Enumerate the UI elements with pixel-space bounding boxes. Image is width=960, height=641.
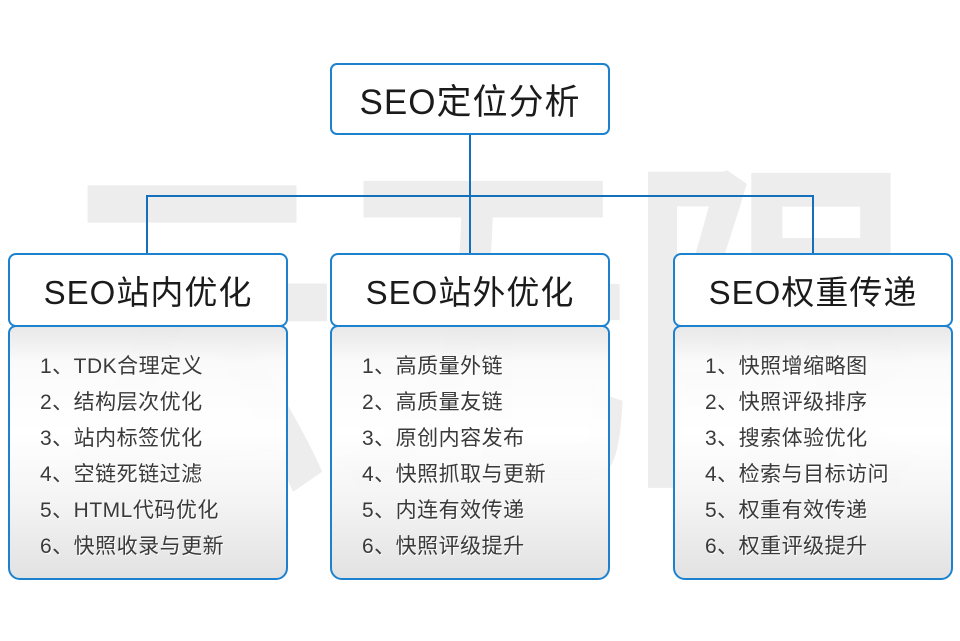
branch-weight-transfer-header: SEO权重传递: [673, 253, 953, 327]
node-seo-positioning: SEO定位分析: [330, 63, 610, 135]
branch-header-label: SEO站内优化: [43, 274, 253, 311]
node-title: SEO定位分析: [359, 82, 581, 122]
list-item: 1、TDK合理定义: [40, 355, 204, 378]
list-item: 4、检索与目标访问: [705, 463, 890, 486]
branch-onsite-list: 1、TDK合理定义 2、结构层次优化 3、站内标签优化 4、空链死链过滤 5、H…: [40, 349, 286, 565]
branch-onsite-header: SEO站内优化: [8, 253, 288, 327]
list-item: 6、快照评级提升: [362, 535, 525, 558]
list-item: 6、权重评级提升: [705, 535, 868, 558]
branch-onsite: SEO站内优化 1、TDK合理定义 2、结构层次优化 3、站内标签优化 4、空链…: [8, 253, 288, 580]
list-item: 1、快照增缩略图: [705, 355, 868, 378]
branch-onsite-body: 1、TDK合理定义 2、结构层次优化 3、站内标签优化 4、空链死链过滤 5、H…: [8, 325, 288, 580]
branch-weight-transfer-list: 1、快照增缩略图 2、快照评级排序 3、搜索体验优化 4、检索与目标访问 5、权…: [705, 349, 951, 565]
list-item: 1、高质量外链: [362, 355, 504, 378]
branch-weight-transfer-body: 1、快照增缩略图 2、快照评级排序 3、搜索体验优化 4、检索与目标访问 5、权…: [673, 325, 953, 580]
list-item: 3、搜索体验优化: [705, 427, 868, 450]
list-item: 2、快照评级排序: [705, 391, 868, 414]
connector-branch-mid: [469, 196, 471, 253]
connector-horizontal: [146, 195, 814, 197]
branch-offsite-list: 1、高质量外链 2、高质量友链 3、原创内容发布 4、快照抓取与更新 5、内连有…: [362, 349, 608, 565]
list-item: 2、高质量友链: [362, 391, 504, 414]
list-item: 4、快照抓取与更新: [362, 463, 547, 486]
connector-branch-right: [812, 196, 814, 253]
connector-branch-left: [146, 196, 148, 253]
list-item: 6、快照收录与更新: [40, 535, 225, 558]
list-item: 3、站内标签优化: [40, 427, 203, 450]
branch-header-label: SEO权重传递: [708, 274, 918, 311]
list-item: 5、HTML代码优化: [40, 499, 219, 522]
branch-offsite: SEO站外优化 1、高质量外链 2、高质量友链 3、原创内容发布 4、快照抓取与…: [330, 253, 610, 580]
list-item: 5、权重有效传递: [705, 499, 868, 522]
list-item: 3、原创内容发布: [362, 427, 525, 450]
list-item: 4、空链死链过滤: [40, 463, 203, 486]
list-item: 5、内连有效传递: [362, 499, 525, 522]
list-item: 2、结构层次优化: [40, 391, 203, 414]
branch-header-label: SEO站外优化: [365, 274, 575, 311]
branch-weight-transfer: SEO权重传递 1、快照增缩略图 2、快照评级排序 3、搜索体验优化 4、检索与…: [673, 253, 953, 580]
connector-root-stem: [469, 135, 471, 196]
branch-offsite-body: 1、高质量外链 2、高质量友链 3、原创内容发布 4、快照抓取与更新 5、内连有…: [330, 325, 610, 580]
branch-offsite-header: SEO站外优化: [330, 253, 610, 327]
